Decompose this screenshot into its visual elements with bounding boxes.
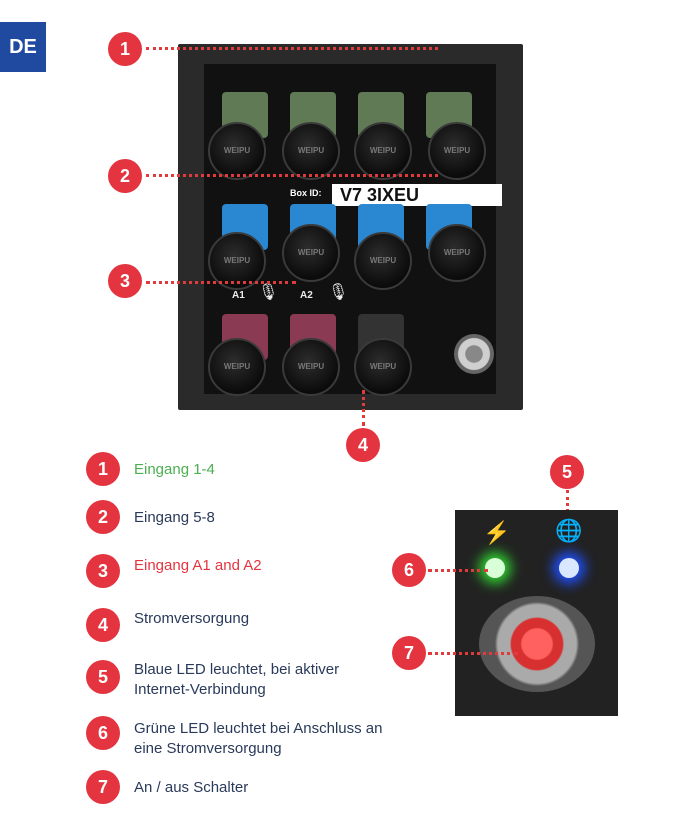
box-id-label: Box ID: bbox=[290, 188, 322, 198]
legend-number: 4 bbox=[86, 608, 120, 642]
legend-number: 1 bbox=[86, 452, 120, 486]
callout-4: 4 bbox=[346, 428, 380, 462]
legend-number: 7 bbox=[86, 770, 120, 804]
power-button bbox=[479, 596, 595, 692]
connector-cap bbox=[354, 232, 412, 290]
label-a2: A2 bbox=[300, 290, 313, 301]
legend-text: An / aus Schalter bbox=[134, 779, 249, 796]
connector-panel-photo: Box ID: V7 3IXEU A1 A2 🎙 🎙 bbox=[178, 44, 523, 410]
connector-cap bbox=[282, 338, 340, 396]
connector-cap bbox=[354, 338, 412, 396]
green-led bbox=[485, 558, 505, 578]
callout-7: 7 bbox=[392, 636, 426, 670]
callout-2: 2 bbox=[108, 159, 142, 193]
callout-6-leader bbox=[428, 569, 488, 572]
mic-icon: 🎙 bbox=[328, 284, 349, 301]
connector-panel-face: Box ID: V7 3IXEU A1 A2 🎙 🎙 bbox=[204, 64, 502, 396]
legend-text: Blaue LED leuchtet, bei aktiver Internet… bbox=[134, 661, 340, 698]
connector-cap bbox=[208, 232, 266, 290]
mic-icon: 🎙 bbox=[258, 284, 279, 301]
callout-2-leader bbox=[146, 174, 438, 177]
legend-text: Grüne LED leuchtet bei Anschluss an eine… bbox=[134, 720, 383, 757]
connector-cap bbox=[428, 224, 486, 282]
legend-number: 6 bbox=[86, 716, 120, 750]
callout-5-leader bbox=[566, 490, 569, 518]
legend-text: Eingang 5-8 bbox=[134, 509, 215, 526]
language-tag: DE bbox=[0, 22, 46, 72]
legend-text: Eingang 1-4 bbox=[134, 461, 215, 478]
callout-5: 5 bbox=[550, 455, 584, 489]
led-panel-photo: ⚡ 🌐 bbox=[455, 510, 618, 716]
label-a1: A1 bbox=[232, 290, 245, 301]
connector-cap bbox=[354, 122, 412, 180]
legend-number: 2 bbox=[86, 500, 120, 534]
callout-1: 1 bbox=[108, 32, 142, 66]
globe-icon: 🌐 bbox=[555, 518, 583, 543]
legend-number: 3 bbox=[86, 554, 120, 588]
legend-text: Stromversorgung bbox=[134, 610, 250, 627]
connector-cap bbox=[282, 122, 340, 180]
box-id-value: V7 3IXEU bbox=[332, 184, 502, 206]
legend-number: 5 bbox=[86, 660, 120, 694]
connector-cap bbox=[428, 122, 486, 180]
callout-3: 3 bbox=[108, 264, 142, 298]
blue-led bbox=[559, 558, 579, 578]
callout-7-leader bbox=[428, 652, 518, 655]
callout-3-leader bbox=[146, 281, 296, 284]
connector-cap bbox=[208, 338, 266, 396]
connector-cap bbox=[282, 224, 340, 282]
callout-4-leader bbox=[362, 390, 365, 426]
power-switch bbox=[454, 334, 494, 374]
battery-charging-icon: ⚡ bbox=[483, 520, 511, 545]
legend-text: Eingang A1 and A2 bbox=[134, 557, 262, 574]
callout-6: 6 bbox=[392, 553, 426, 587]
connector-cap bbox=[208, 122, 266, 180]
callout-1-leader bbox=[146, 47, 438, 50]
